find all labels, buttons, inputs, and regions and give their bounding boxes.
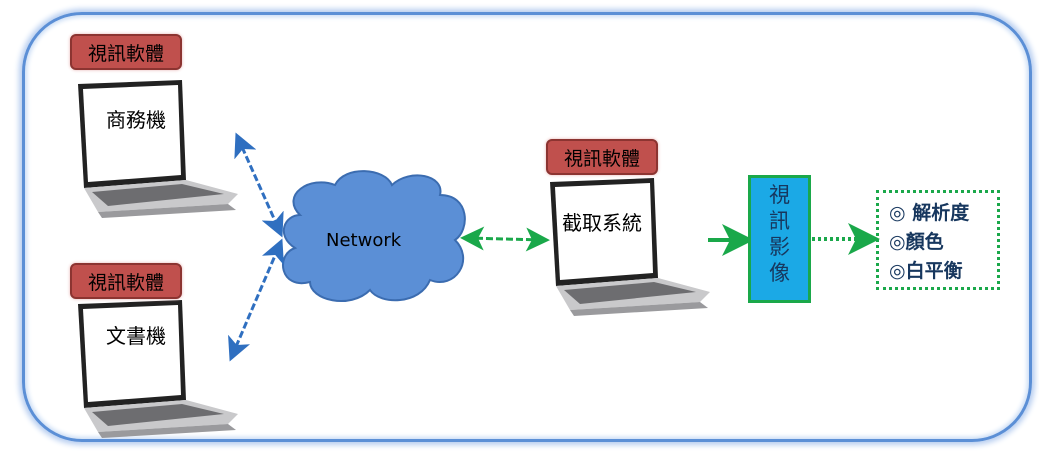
video-image-box: 視 訊 影 像 bbox=[748, 175, 811, 303]
video-char: 像 bbox=[769, 261, 790, 285]
video-properties-box: ◎ 解析度 ◎顏色 ◎白平衡 bbox=[876, 190, 1000, 290]
laptop-capture bbox=[550, 178, 710, 316]
arrow-network-capture bbox=[460, 226, 550, 252]
capture-system-label: 截取系統 bbox=[562, 211, 642, 235]
network-label: Network bbox=[326, 230, 402, 251]
video-char: 視 bbox=[769, 183, 790, 207]
video-char: 訊 bbox=[769, 209, 790, 233]
property-resolution: ◎ 解析度 bbox=[889, 202, 970, 224]
network-cloud bbox=[282, 170, 466, 303]
video-software-tag: 視訊軟體 bbox=[70, 34, 182, 70]
document-pc-label: 文書機 bbox=[106, 324, 166, 348]
laptop-business bbox=[78, 80, 238, 218]
diagram-frame bbox=[22, 12, 1032, 442]
video-char: 影 bbox=[769, 235, 790, 259]
video-software-tag: 視訊軟體 bbox=[546, 139, 658, 175]
arrow-business-network bbox=[234, 132, 284, 238]
business-pc-label: 商務機 bbox=[106, 108, 166, 132]
property-color: ◎顏色 bbox=[889, 231, 944, 253]
video-software-tag: 視訊軟體 bbox=[70, 263, 182, 299]
property-white-balance: ◎白平衡 bbox=[889, 260, 963, 282]
arrow-document-network bbox=[228, 238, 284, 362]
